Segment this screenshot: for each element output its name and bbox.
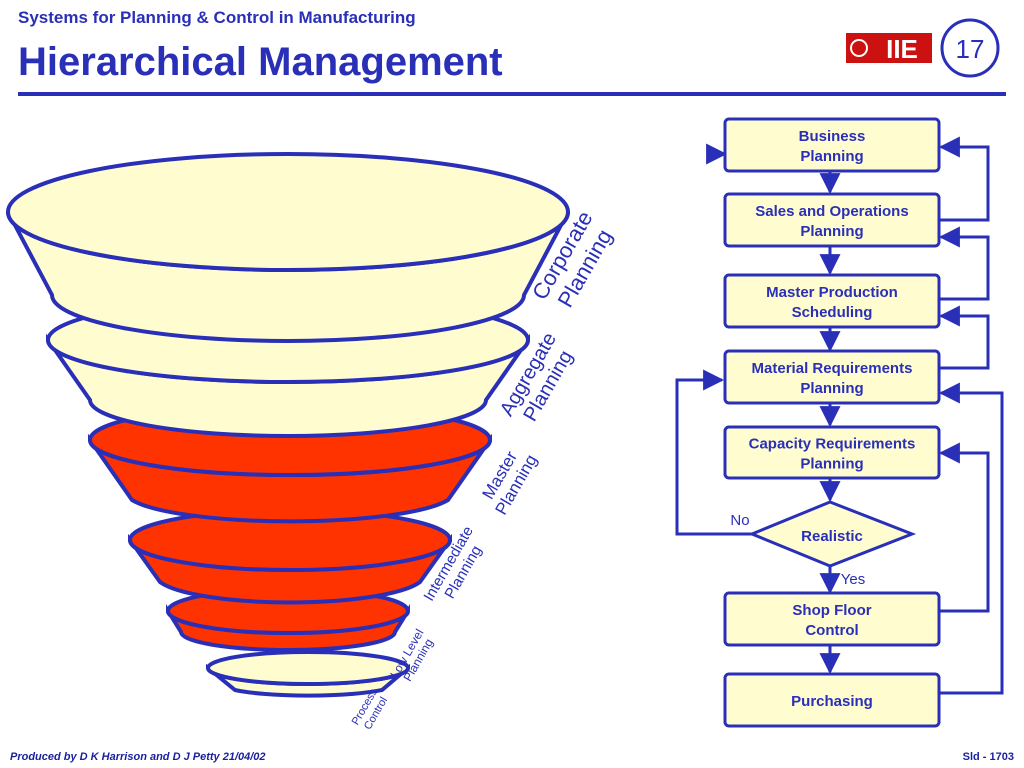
decision-label: Realistic: [801, 528, 863, 545]
no-loop: [675, 369, 752, 536]
label-master-planning: Master Planning: [479, 448, 541, 518]
box-purchasing-label-1: Purchasing: [791, 693, 873, 710]
footer-slide-ref: Sld - 1703: [962, 751, 1014, 763]
box-shop-floor-control-label-1: Shop Floor: [792, 602, 871, 619]
feedback-shopfloor-to-crp: [938, 442, 990, 613]
feedback-sop-to-business: [938, 136, 990, 222]
box-business-planning: [723, 117, 941, 173]
feedback-mps-to-sop: [938, 226, 990, 301]
box-master-production-scheduling: [723, 273, 941, 329]
feedback-purchasing-to-mrp: [938, 382, 1004, 695]
box-master-production-scheduling-label-2: Scheduling: [792, 304, 873, 321]
logo-gear-icon: [850, 39, 868, 57]
course-title: Systems for Planning & Control in Manufa…: [18, 8, 416, 27]
no-label: No: [730, 512, 749, 529]
box-purchasing: [723, 672, 941, 728]
box-sales-operations-planning-label-1: Sales and Operations: [755, 203, 908, 220]
box-business-planning-label-2: Planning: [800, 148, 863, 165]
logo-text: IIE: [886, 34, 918, 64]
box-capacity-requirements-planning: [723, 425, 941, 480]
funnel-layer-process-control-top: [206, 650, 410, 686]
box-shop-floor-control-label-2: Control: [805, 622, 858, 639]
box-business-planning-label-1: Business: [799, 128, 866, 145]
page-title: Hierarchical Management: [18, 40, 503, 84]
flowchart-connectors: [675, 136, 1004, 695]
box-sales-operations-planning-label-2: Planning: [800, 223, 863, 240]
box-sales-operations-planning: [723, 192, 941, 248]
box-material-requirements-planning-label-2: Planning: [800, 380, 863, 397]
box-capacity-requirements-planning-label-2: Planning: [800, 456, 863, 473]
funnel: [6, 152, 570, 698]
iie-logo: IIE: [846, 33, 932, 64]
box-material-requirements-planning: [723, 349, 941, 405]
box-material-requirements-planning-label-1: Material Requirements: [752, 360, 913, 377]
box-shop-floor-control: [723, 591, 941, 647]
feedback-mrp-to-mps: [938, 305, 990, 370]
slide-number: 17: [956, 34, 985, 64]
decision-diamond: [748, 500, 917, 568]
yes-label: Yes: [841, 571, 865, 588]
logo-emblem: [846, 33, 872, 63]
footer-credit: Produced by D K Harrison and D J Petty 2…: [10, 751, 266, 763]
slide-number-badge: [940, 18, 1000, 78]
box-capacity-requirements-planning-label-1: Capacity Requirements: [749, 436, 916, 453]
funnel-layer-corporate-top: [6, 152, 570, 272]
box-master-production-scheduling-label-1: Master Production: [766, 284, 898, 301]
